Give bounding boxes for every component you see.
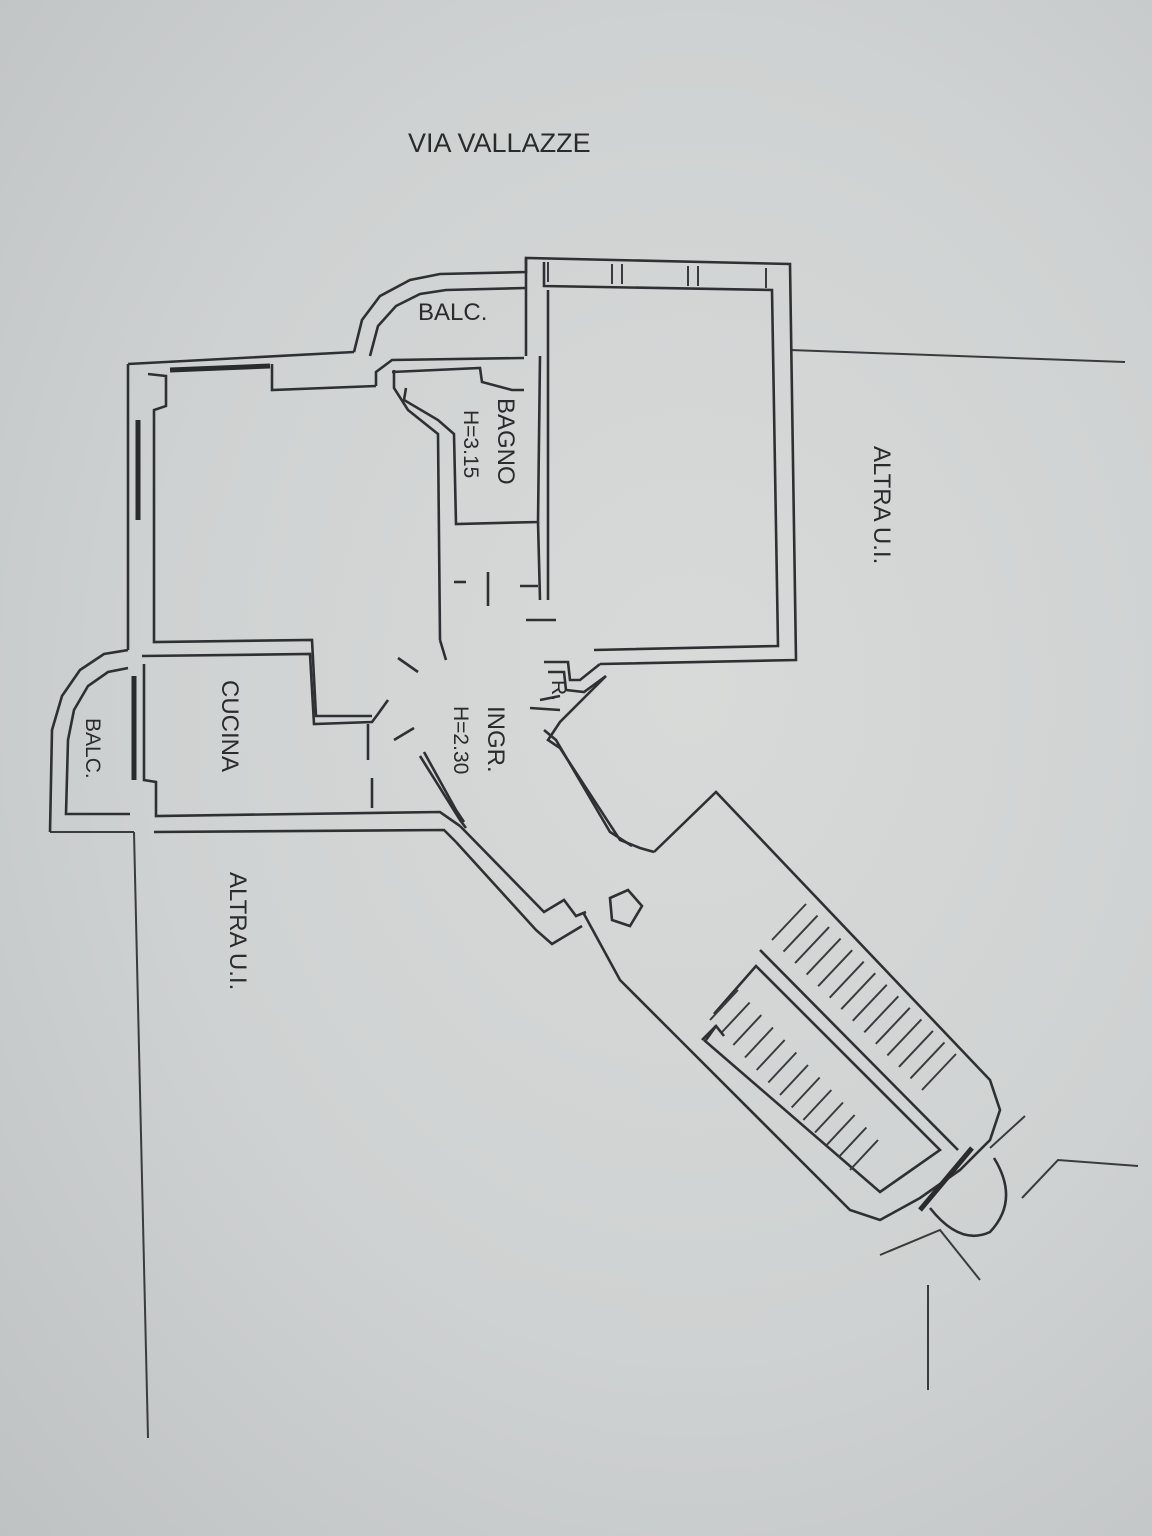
stair-tread bbox=[732, 1014, 763, 1046]
stair-tread bbox=[898, 1030, 934, 1068]
staircase bbox=[653, 790, 1008, 1237]
stair-tread bbox=[886, 1018, 923, 1057]
stair-tread bbox=[744, 1026, 774, 1059]
bathroom-walls bbox=[391, 290, 556, 622]
stair-tread bbox=[921, 1053, 957, 1091]
top-balcony-area bbox=[352, 256, 798, 666]
stair-tread bbox=[805, 937, 842, 976]
stair-tread bbox=[790, 1076, 821, 1109]
bathroom-height-label: H=3.15 bbox=[459, 410, 482, 478]
stair-tread bbox=[828, 961, 865, 999]
entrance-height-label: H=2.30 bbox=[449, 706, 472, 774]
stair-tread bbox=[852, 984, 888, 1022]
stair-tread bbox=[720, 1001, 751, 1034]
stair-tread bbox=[837, 1126, 868, 1159]
stair-tread bbox=[875, 1007, 911, 1045]
other-unit-right-label: ALTRA U.I. bbox=[868, 446, 895, 564]
top-balcony-label: BALC. bbox=[418, 299, 487, 326]
stair-tread bbox=[755, 1039, 786, 1071]
stair-tread bbox=[802, 1089, 833, 1121]
left-balcony-label: BALC. bbox=[81, 718, 104, 779]
stair-steps bbox=[709, 903, 957, 1171]
stair-tread bbox=[840, 972, 876, 1010]
stair-tread bbox=[817, 949, 853, 987]
stair-tread bbox=[909, 1041, 946, 1080]
stair-tread bbox=[709, 989, 739, 1021]
entrance-walls bbox=[418, 639, 681, 1041]
bathroom-label: BAGNO bbox=[492, 398, 519, 485]
other-unit-bottom-label: ALTRA U.I. bbox=[224, 872, 251, 990]
stair-tread bbox=[794, 926, 830, 964]
kitchen-walls bbox=[48, 648, 461, 843]
stair-tread bbox=[814, 1101, 844, 1134]
kitchen-label: CUCINA bbox=[216, 680, 243, 772]
labels: VIA VALLAZZE BALC. BAGNO H=3.15 ALTRA U.… bbox=[81, 128, 895, 990]
stair-tread bbox=[767, 1051, 798, 1084]
stair-tread bbox=[863, 995, 900, 1033]
stair-tread bbox=[779, 1064, 809, 1096]
entrance-label: INGR. bbox=[482, 706, 509, 773]
stair-tread bbox=[782, 914, 819, 953]
stair-tread bbox=[849, 1139, 879, 1171]
stair-tread bbox=[771, 903, 807, 941]
street-label: VIA VALLAZZE bbox=[408, 128, 591, 158]
entrance-door-icon bbox=[608, 888, 644, 928]
context-lines bbox=[50, 349, 1139, 1439]
r-mark-label: R. bbox=[547, 680, 570, 701]
stair-tread bbox=[825, 1114, 856, 1146]
living-room-walls bbox=[126, 350, 525, 718]
